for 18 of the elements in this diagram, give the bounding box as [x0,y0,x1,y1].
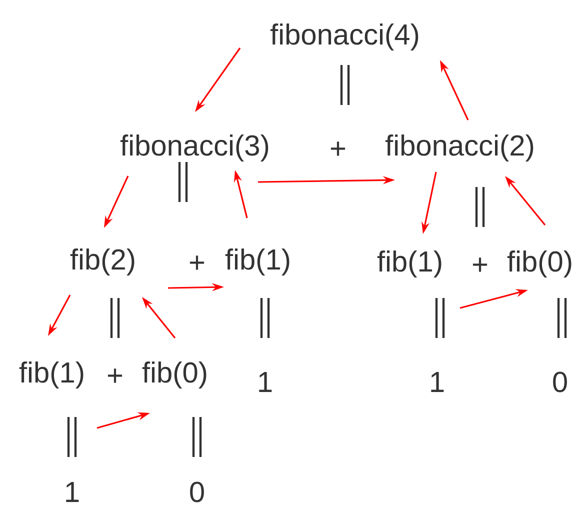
term-text: fib(0) [507,250,572,278]
term-text: fib(1) [19,361,84,388]
term-text: 1 [259,372,272,392]
term-text: fibonacci(2) [385,134,534,162]
term-text: 0 [190,482,204,502]
term-text: 1 [431,372,444,392]
term-text: fib(2) [70,248,134,276]
term-text: fib(1) [225,248,290,276]
term-text: fibonacci(3) [120,134,268,162]
term-text: 1 [66,482,79,502]
plus-sign: + [108,368,122,383]
plus-sign: + [472,258,488,272]
term-text: 0 [553,372,567,392]
plus-sign: + [330,142,346,156]
term-text: fib(1) [377,250,442,278]
plus-sign: + [190,256,204,270]
term-text: fib(0) [142,361,206,388]
term-text: fibonacci(4) [270,23,418,50]
